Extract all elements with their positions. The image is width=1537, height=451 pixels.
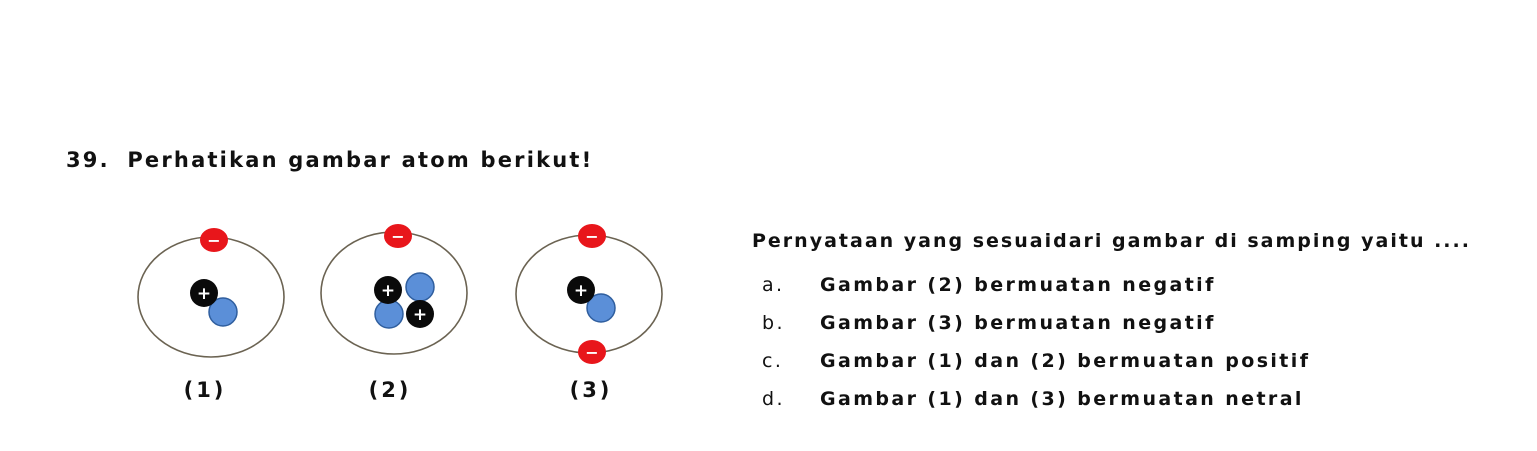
option-d[interactable]: d. Gambar (1) dan (3) bermuatan netral [762,380,1310,418]
electron: − [578,224,606,248]
option-text: Gambar (2) bermuatan negatif [820,274,1216,296]
option-letter: d. [762,388,785,410]
question-number: 39. [66,148,110,172]
atom-1: + − [137,228,285,358]
electron-sign: − [391,227,404,246]
proton-sign: + [197,284,211,304]
option-text: Gambar (3) bermuatan negatif [820,312,1216,334]
proton-sign: + [413,305,427,325]
electron-sign: − [585,227,598,246]
option-a[interactable]: a. Gambar (2) bermuatan negatif [762,266,1310,304]
atom-caption-1: (1) [183,378,227,402]
electron-sign: − [207,231,220,250]
proton-sign: + [381,281,395,301]
proton-sign: + [574,281,588,301]
question-title: 39. Perhatikan gambar atom berikut! [66,148,593,172]
option-letter: a. [762,274,785,296]
proton: + [374,276,402,304]
atom-caption-3: (3) [569,378,613,402]
question-text: Perhatikan gambar atom berikut! [127,148,594,172]
option-b[interactable]: b. Gambar (3) bermuatan negatif [762,304,1310,342]
proton: + [567,276,595,304]
neutron [374,299,404,329]
proton: + [190,279,218,307]
option-letter: c. [762,350,784,372]
proton: + [406,300,434,328]
electron-sign: − [585,343,598,362]
atom-caption-2: (2) [368,378,412,402]
atom-3: + − − [515,224,663,364]
electron: − [200,228,228,252]
option-letter: b. [762,312,785,334]
electron: − [578,340,606,364]
answer-options: a. Gambar (2) bermuatan negatif b. Gamba… [762,266,1310,418]
neutron [208,297,238,327]
electron: − [384,224,412,248]
neutron [586,293,616,323]
option-text: Gambar (1) dan (2) bermuatan positif [820,350,1311,372]
question-prompt: Pernyataan yang sesuaidari gambar di sam… [752,230,1471,252]
option-c[interactable]: c. Gambar (1) dan (2) bermuatan positif [762,342,1310,380]
atom-2: + + − [320,224,468,355]
option-text: Gambar (1) dan (3) bermuatan netral [820,388,1304,410]
neutron [405,272,435,302]
